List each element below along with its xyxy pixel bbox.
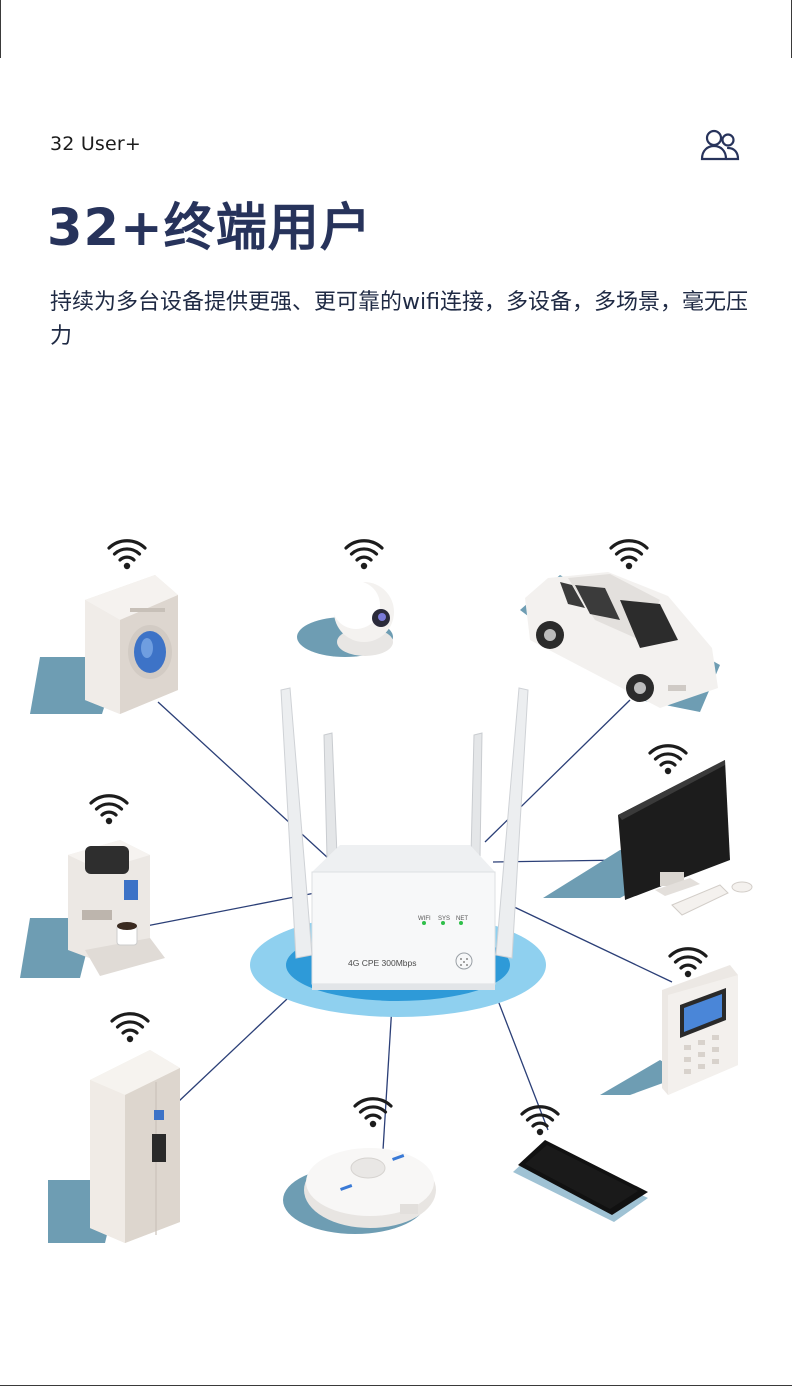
indicator-label-net: NET	[456, 916, 468, 922]
indicator-light-net	[459, 921, 463, 925]
line-refrigerator	[177, 981, 306, 1103]
frame-edge-left	[0, 0, 1, 58]
refrigerator	[48, 1050, 180, 1243]
wifi-icon	[609, 539, 649, 571]
line-coffee-machine	[135, 892, 316, 929]
indicator-label-sys: SYS	[438, 916, 450, 922]
line-panel	[509, 904, 673, 983]
page-title: 32+终端用户	[47, 199, 372, 258]
subtitle: 32 User+	[50, 133, 142, 155]
car	[520, 572, 720, 712]
wifi-icon	[648, 744, 688, 776]
router-model-label: 4G CPE 300Mbps	[348, 958, 417, 968]
washing-machine	[30, 575, 178, 714]
line-car	[484, 699, 631, 843]
indicator-light-sys	[441, 921, 445, 925]
robot-vacuum	[283, 1148, 436, 1234]
coffee-machine	[20, 840, 165, 978]
security-camera	[297, 581, 394, 657]
smart-panel	[600, 965, 738, 1095]
line-vacuum	[382, 1004, 393, 1151]
wifi-icon	[110, 1012, 150, 1044]
connection-lines	[135, 699, 673, 1151]
wifi-icon	[668, 947, 708, 979]
desktop-computer	[543, 760, 753, 916]
router: WIFI SYS NET 4G CPE 300Mbps	[280, 687, 529, 990]
indicator-light-wifi	[422, 921, 426, 925]
indicator-label-wifi: WIFI	[418, 916, 431, 922]
smartphone	[513, 1140, 648, 1222]
wifi-icon	[89, 794, 129, 826]
wifi-icon	[353, 1097, 393, 1129]
description-text: 持续为多台设备提供更强、更可靠的wifi连接，多设备，多场景，毫无压力	[50, 290, 748, 349]
users-icon	[700, 129, 740, 161]
wifi-icon	[344, 539, 384, 571]
wifi-icon	[107, 539, 147, 571]
